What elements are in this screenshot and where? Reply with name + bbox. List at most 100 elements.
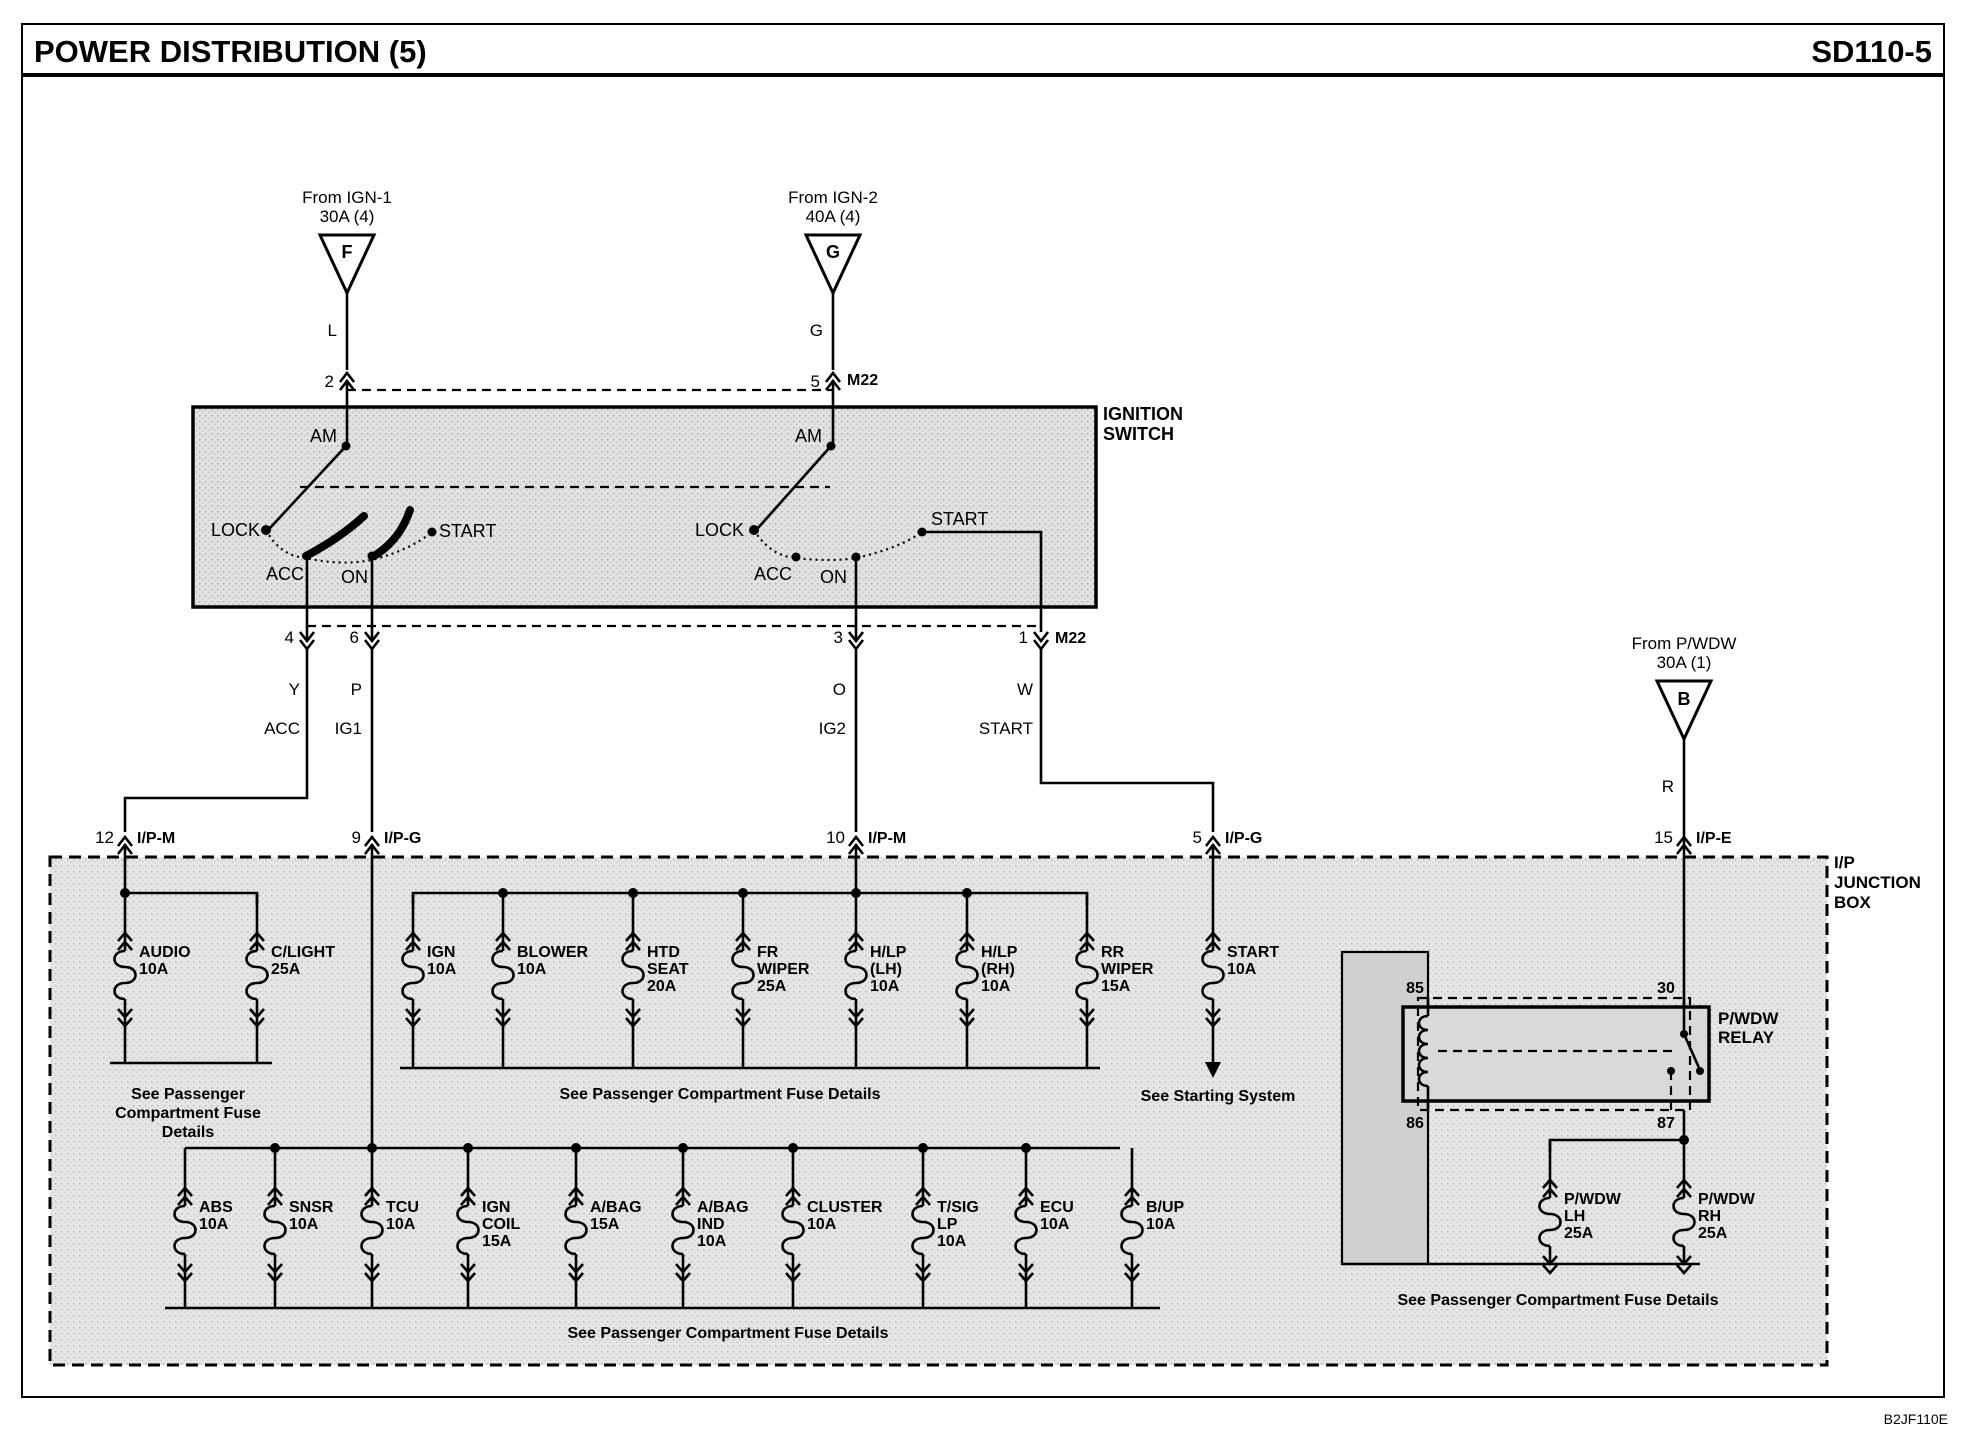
fuse-label: IGN [427,944,455,961]
fuse-label: A/BAG [697,1199,749,1216]
ignition-switch-label-2: SWITCH [1103,424,1174,444]
pin-3: 3 [834,628,843,647]
connector-m22-input: 2 5 M22 [325,370,878,446]
connector-chevron [177,1263,193,1274]
fuse-label: RR [1101,944,1125,961]
connector-chevron [675,1272,691,1283]
fuse-label: (LH) [870,961,902,978]
connector-chevron [460,1272,476,1283]
switch-blade-right [757,445,832,529]
connector-chevron [735,1017,751,1028]
connector-chevron [405,1017,421,1028]
circuit-label-acc: ACC [264,719,300,738]
fuse-rating: 10A [517,961,547,978]
fuse-rating: 25A [1698,1225,1728,1242]
connector-chevron [1676,1264,1692,1275]
connector-chevron [363,631,381,644]
fuse-label: P/WDW [1698,1191,1756,1208]
fuse-element [844,949,868,1001]
fuse-label: START [1227,944,1279,961]
fuse-element [113,949,137,1001]
fuse-rating: 10A [807,1216,837,1233]
fuse-label: AUDIO [139,944,191,961]
source-pwdw-triangle [1654,679,1714,743]
note-start: See Starting System [1141,1088,1296,1105]
junction-box-label-3: BOX [1834,893,1872,912]
source-ign1-triangle [317,233,377,297]
fuse-label: B/UP [1146,1199,1185,1216]
circuit-label-ig2: IG2 [819,719,846,738]
connector-chevron [117,1008,133,1019]
pin-1: 1 [1019,628,1028,647]
fuse-rating: 10A [1146,1216,1176,1233]
connector-chevron [848,1008,864,1019]
fuse-label: H/LP [981,944,1018,961]
jb-pin-15: 15 [1654,828,1673,847]
fuse-element [781,1204,805,1256]
fuse-rating: 10A [139,961,169,978]
fuse-rating: 10A [199,1216,229,1233]
fuse-label: FR [757,944,779,961]
source-pwdw-line1: From P/WDW [1632,634,1737,653]
source-pwdw-line2: 30A (1) [1657,653,1712,672]
fuse-element [911,1204,935,1256]
fuse-rating: 25A [271,961,301,978]
jb-conn-ipe: I/P-E [1696,830,1732,847]
connector-chevron [267,1272,283,1283]
fuse-label: WIPER [757,961,810,978]
junction-box-label-2: JUNCTION [1834,873,1921,892]
fuse-element [955,949,979,1001]
source-ign2: From IGN-2 40A (4) G G [788,188,878,370]
fuse-h-lp-lh: H/LP(LH)10A [844,888,907,1068]
fuse-rating: 10A [427,961,457,978]
fuse-element [263,1204,287,1256]
ignition-switch-box [191,405,1098,609]
fuse-element [245,949,269,1001]
connector-chevron [847,834,865,847]
connector-chevron [1205,1017,1221,1028]
start-arrow [1205,1062,1221,1078]
fuse-rating: 10A [937,1233,967,1250]
fuse-label: WIPER [1101,961,1154,978]
fuse-element [1075,949,1099,1001]
wire-label-l: L [328,321,337,340]
start-terminal-left [427,527,437,537]
label-on-right: ON [820,567,847,587]
jb-conn-ipm-mid: I/P-M [868,830,906,847]
contact-terminal [1696,1067,1704,1075]
connector-chevron [1542,1264,1558,1275]
connector-chevron [915,1263,931,1274]
source-ign2-line2: 40A (4) [806,207,861,226]
source-pwdw-symbol: B [1678,689,1691,709]
connector-chevron [1079,1008,1095,1019]
connector-chevron [338,370,356,383]
pin-2: 2 [325,372,334,391]
fuse-element [173,1204,197,1256]
page-code: SD110-5 [1811,34,1932,69]
wire-start [1039,649,1215,832]
jb-pin-10: 10 [826,828,845,847]
wire-label-w: W [1017,680,1033,699]
fuse-element [1672,1196,1696,1248]
note-acc-2: Compartment Fuse [115,1105,261,1122]
connector-chevron [364,1263,380,1274]
note-acc-3: Details [162,1124,215,1141]
fuse-label: SNSR [289,1199,334,1216]
connector-chevron [959,1017,975,1028]
relay-pin-30: 30 [1657,980,1675,997]
pwdw-relay-group: P/WDW RELAY 85 30 86 87 P/WDWLH25AP/WDWR… [1340,950,1779,1309]
label-start-left: START [439,521,496,541]
connector-m22-top: M22 [847,372,878,389]
connector-m22-output: 4 6 3 1 M22 [285,556,1086,652]
jb-connectors: 12 I/P-M 9 I/P-G 10 I/P-M 5 I/P-G 15 I/P… [95,828,1732,855]
fuse-rating: 15A [482,1233,512,1250]
label-acc-right: ACC [754,564,792,584]
